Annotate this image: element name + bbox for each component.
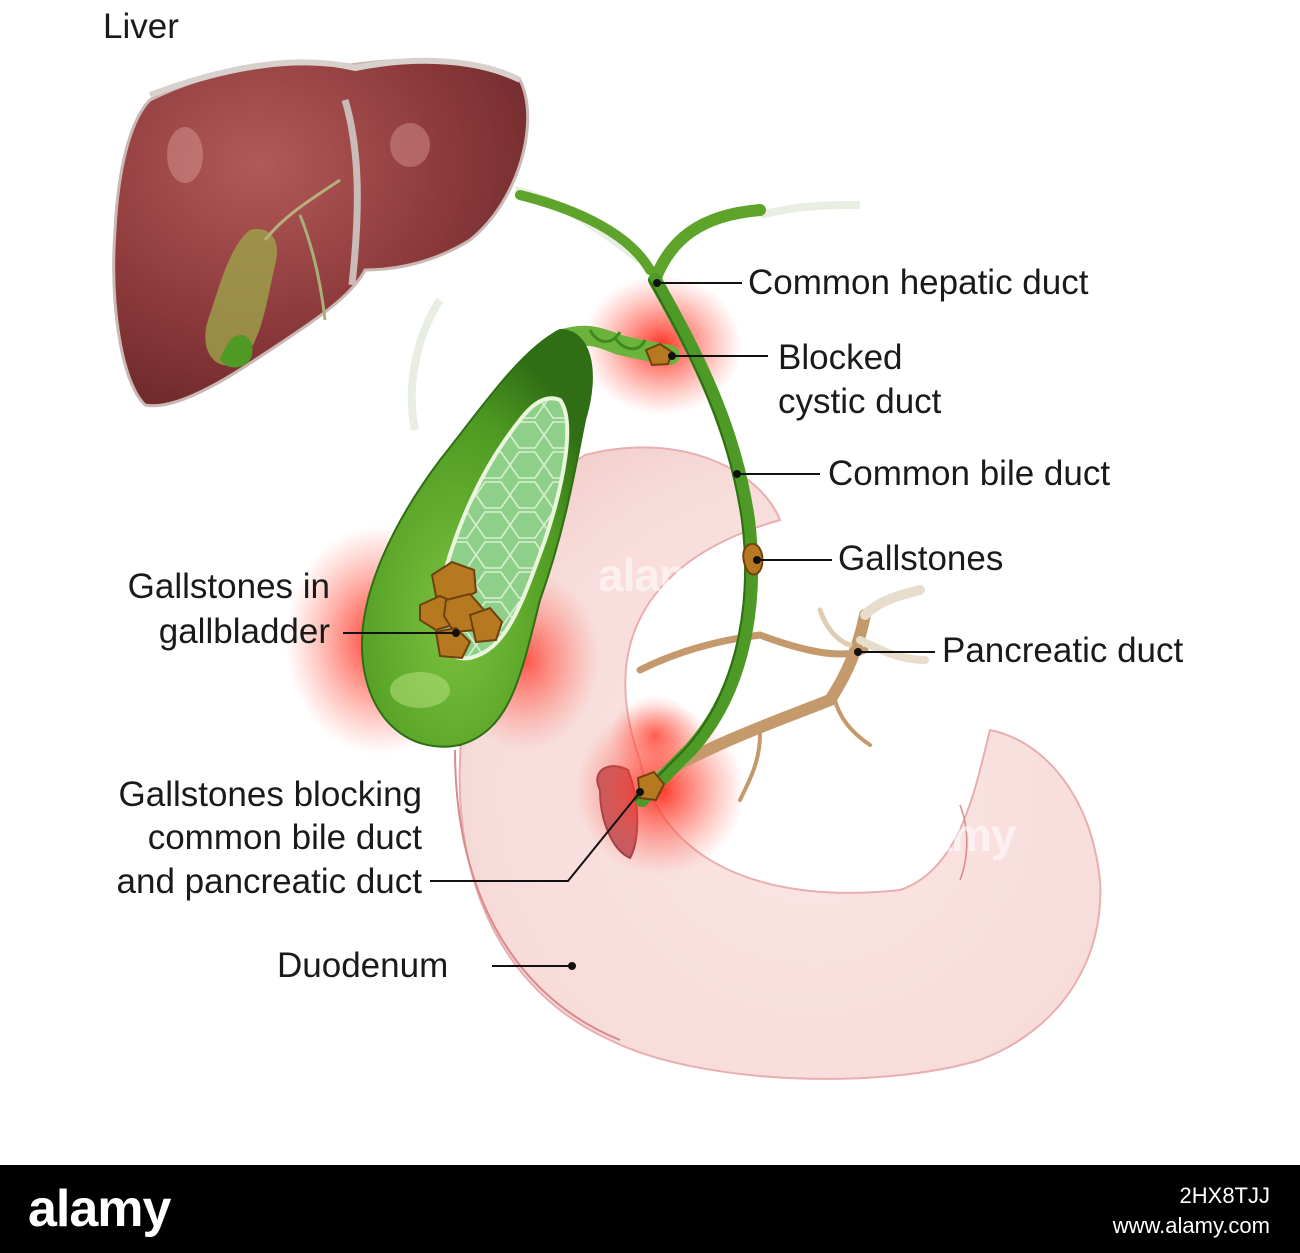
label-gallstones-in-gallbladder-line2: gallbladder <box>159 611 330 653</box>
label-duodenum: Duodenum <box>277 945 448 987</box>
label-blocked-cystic-duct-line2: cystic duct <box>778 381 941 423</box>
footer-logo[interactable]: alamy <box>28 1179 170 1239</box>
label-common-bile-duct: Common bile duct <box>828 453 1110 495</box>
label-gallstones-blocking-line1: Gallstones blocking <box>119 774 423 816</box>
label-gallstones-in-gallbladder-line1: Gallstones in <box>128 566 330 608</box>
label-gallstones: Gallstones <box>838 538 1003 580</box>
label-gallstones-blocking-line2: common bile duct <box>148 817 422 859</box>
footer-image-id: 2HX8TJJ <box>1180 1183 1270 1209</box>
label-common-hepatic-duct: Common hepatic duct <box>748 262 1088 304</box>
footer-site-link[interactable]: www.alamy.com <box>1113 1213 1270 1239</box>
label-gallstones-blocking-line3: and pancreatic duct <box>117 861 422 903</box>
label-pancreatic-duct: Pancreatic duct <box>942 630 1183 672</box>
watermark: alamy <box>598 548 723 602</box>
label-liver: Liver <box>103 6 179 48</box>
footer-bar: alamy 2HX8TJJ www.alamy.com <box>0 1165 1300 1253</box>
pancreatic-duct <box>640 590 925 800</box>
liver <box>114 60 528 406</box>
label-blocked-cystic-duct-line1: Blocked <box>778 337 903 379</box>
watermark: alamy <box>890 808 1015 862</box>
